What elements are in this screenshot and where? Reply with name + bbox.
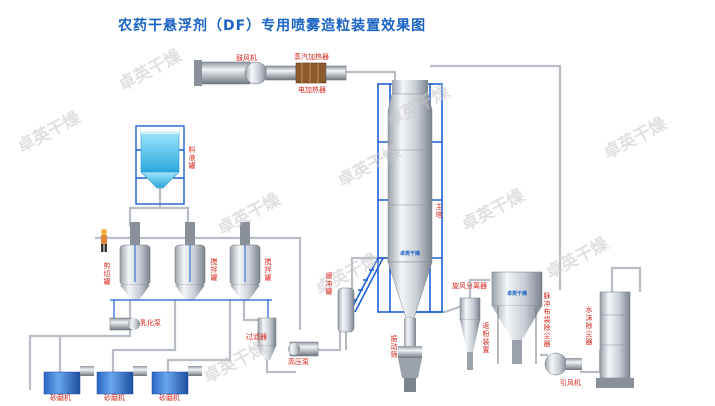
sand-mills: [43, 366, 202, 395]
label-induced-fan: 引风机: [560, 379, 581, 387]
label-blower: 鼓风机: [236, 54, 257, 62]
label-shear-tank: 剪切罐: [103, 262, 111, 287]
operator-figure: [101, 229, 107, 252]
label-sand-mill-1: 砂磨机: [50, 394, 71, 402]
emulsion-pump: [109, 317, 140, 331]
water-scrubber: [596, 291, 634, 388]
label-main-tower: 主塔: [435, 203, 443, 220]
label-feed-tank: 料液罐: [188, 146, 196, 171]
label-buffer-tank: 缓冲罐: [325, 272, 333, 297]
cyclone: [459, 297, 481, 370]
label-sand-mill-2: 砂磨机: [104, 394, 125, 402]
label-vibrator: 振动筛: [390, 335, 398, 360]
stir-tanks: [110, 222, 272, 330]
label-stir-tank-2: 搅拌罐: [264, 258, 272, 283]
buffer-tank: [337, 287, 355, 350]
label-cyclone: 旋风分离器: [452, 282, 487, 290]
label-electric-heater: 电加热器: [298, 86, 326, 94]
induced-fan: [544, 352, 582, 376]
feed-tank-vessel: [140, 128, 180, 189]
label-emulsion-pump: 乳化泵: [140, 319, 161, 327]
label-return-powder: 返粉装置: [482, 322, 490, 355]
label-filter: 过滤器: [246, 333, 267, 341]
bag-filter-brand-text: 卓英干燥: [506, 291, 527, 297]
filter-unit: [257, 317, 277, 360]
label-water-scrubber: 水沫除尘器: [585, 306, 593, 347]
high-pressure-pump: [288, 341, 319, 357]
label-high-pressure-pump: 高压泵: [288, 358, 309, 366]
diagram-title: 农药干悬浮剂（DF）专用喷雾造粒装置效果图: [118, 18, 427, 34]
label-pulse-bag-filter: 脉冲布袋除尘器: [543, 292, 551, 349]
pulse-bag-filter: [491, 271, 543, 364]
tower-brand-text: 卓英干燥: [399, 251, 420, 257]
label-steam-heater: 蒸汽加热器: [294, 53, 329, 61]
label-sand-mill-3: 砂磨机: [159, 394, 180, 402]
label-stir-tank-1: 搅拌罐: [210, 258, 218, 283]
blower-heater-group: [194, 60, 347, 86]
main-tower-vessel: [387, 80, 433, 392]
